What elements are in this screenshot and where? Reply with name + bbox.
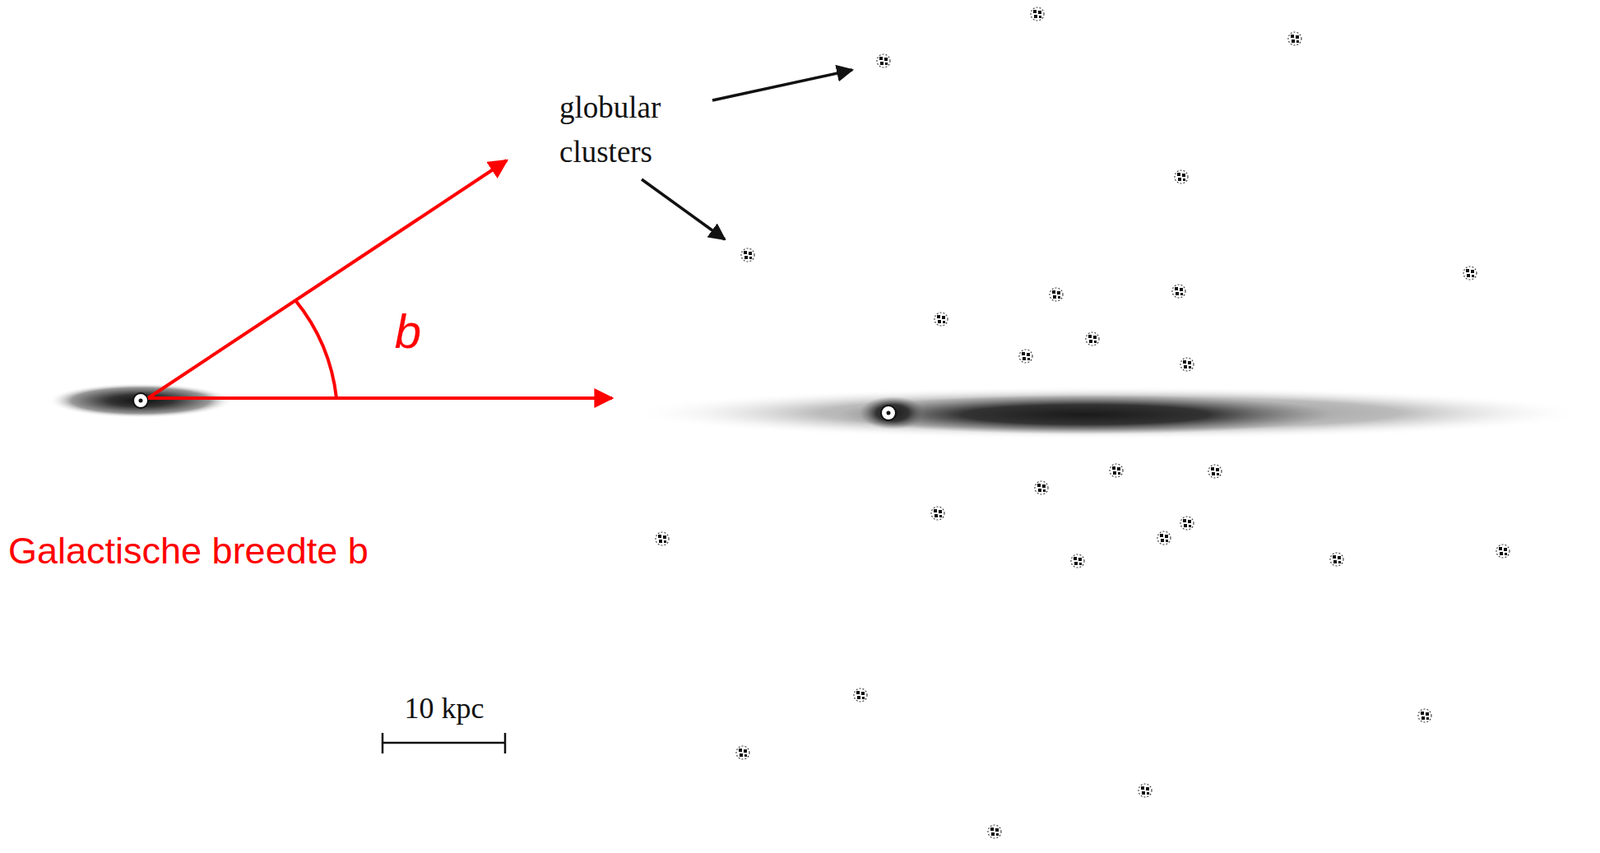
caption-label: Galactische breedte b	[8, 529, 369, 573]
callout-label: globular clusters	[559, 85, 704, 175]
angle-label: b	[394, 304, 422, 360]
scale-label: 10 kpc	[404, 691, 485, 726]
